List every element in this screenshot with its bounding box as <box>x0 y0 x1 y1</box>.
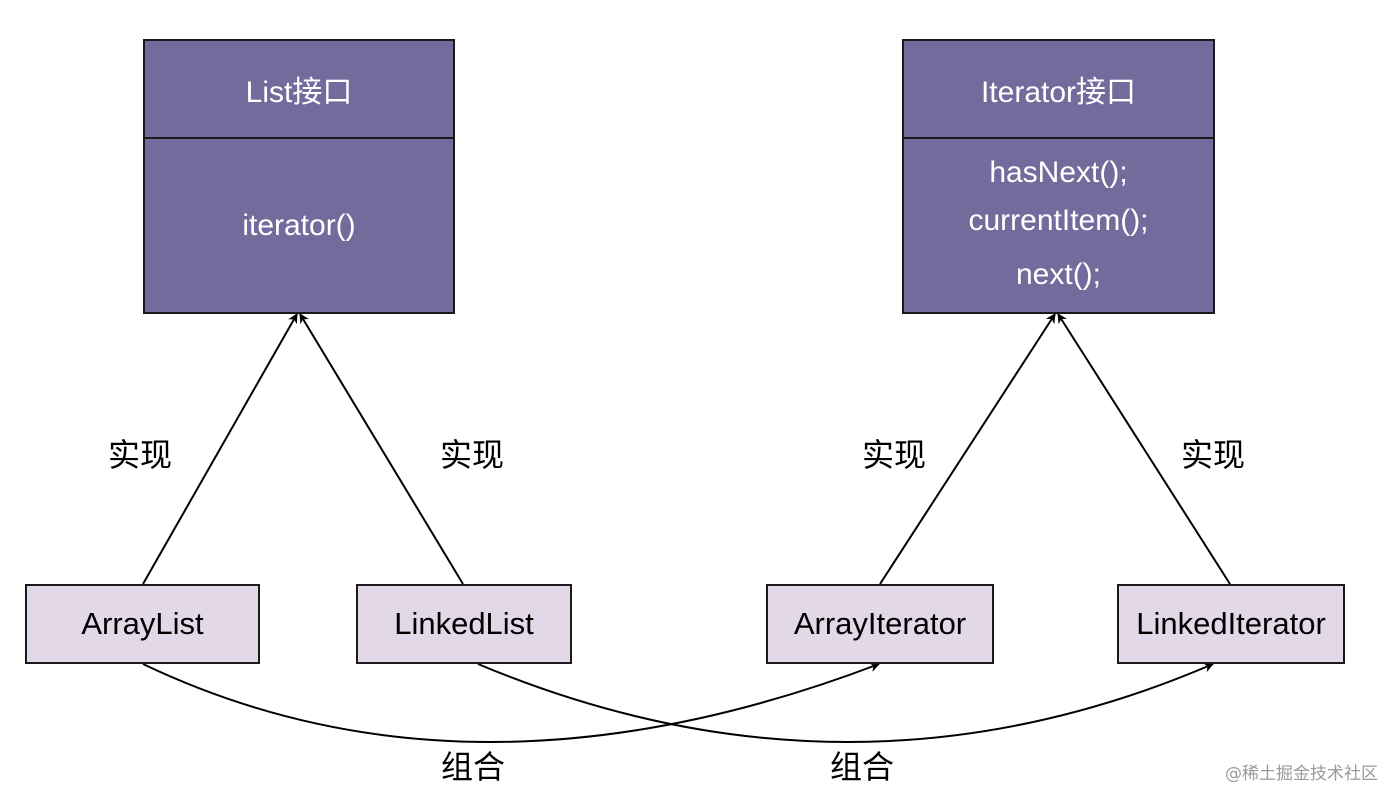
method-currentitem: currentItem(); <box>968 204 1149 237</box>
implements-label-1: 实现 <box>108 436 173 474</box>
linkedlist-class-box: LinkedList <box>356 584 572 664</box>
method-iterator: iterator() <box>242 208 356 242</box>
composition-arrow-linkedlist <box>477 662 1214 743</box>
composition-label-1: 组合 <box>441 748 506 786</box>
arraylist-class-box: ArrayList <box>25 584 260 664</box>
implements-label-4: 实现 <box>1181 436 1246 474</box>
composition-label-2: 组合 <box>830 748 895 786</box>
implements-arrow-arrayiterator <box>879 313 1056 585</box>
method-next: next(); <box>1015 258 1102 291</box>
implements-arrow-linkediterator <box>1057 313 1231 585</box>
composition-arrow-arraylist <box>142 662 880 743</box>
iterator-interface-title: Iterator接口 <box>904 41 1213 139</box>
iterator-interface-box: Iterator接口 hasNext(); currentItem(); nex… <box>902 39 1215 314</box>
list-interface-methods: iterator() <box>145 139 453 312</box>
implements-label-3: 实现 <box>862 436 927 474</box>
implements-label-2: 实现 <box>440 436 505 474</box>
list-interface-title: List接口 <box>145 41 453 139</box>
list-interface-box: List接口 iterator() <box>143 39 455 314</box>
arrayiterator-class-box: ArrayIterator <box>766 584 994 664</box>
iterator-interface-methods: hasNext(); currentItem(); next(); <box>904 139 1213 312</box>
linkediterator-class-box: LinkedIterator <box>1117 584 1345 664</box>
method-hasnext: hasNext(); <box>989 156 1128 189</box>
watermark: @稀土掘金技术社区 <box>1225 764 1378 784</box>
implements-arrow-arraylist <box>142 313 298 585</box>
implements-arrow-linkedlist <box>299 313 464 585</box>
